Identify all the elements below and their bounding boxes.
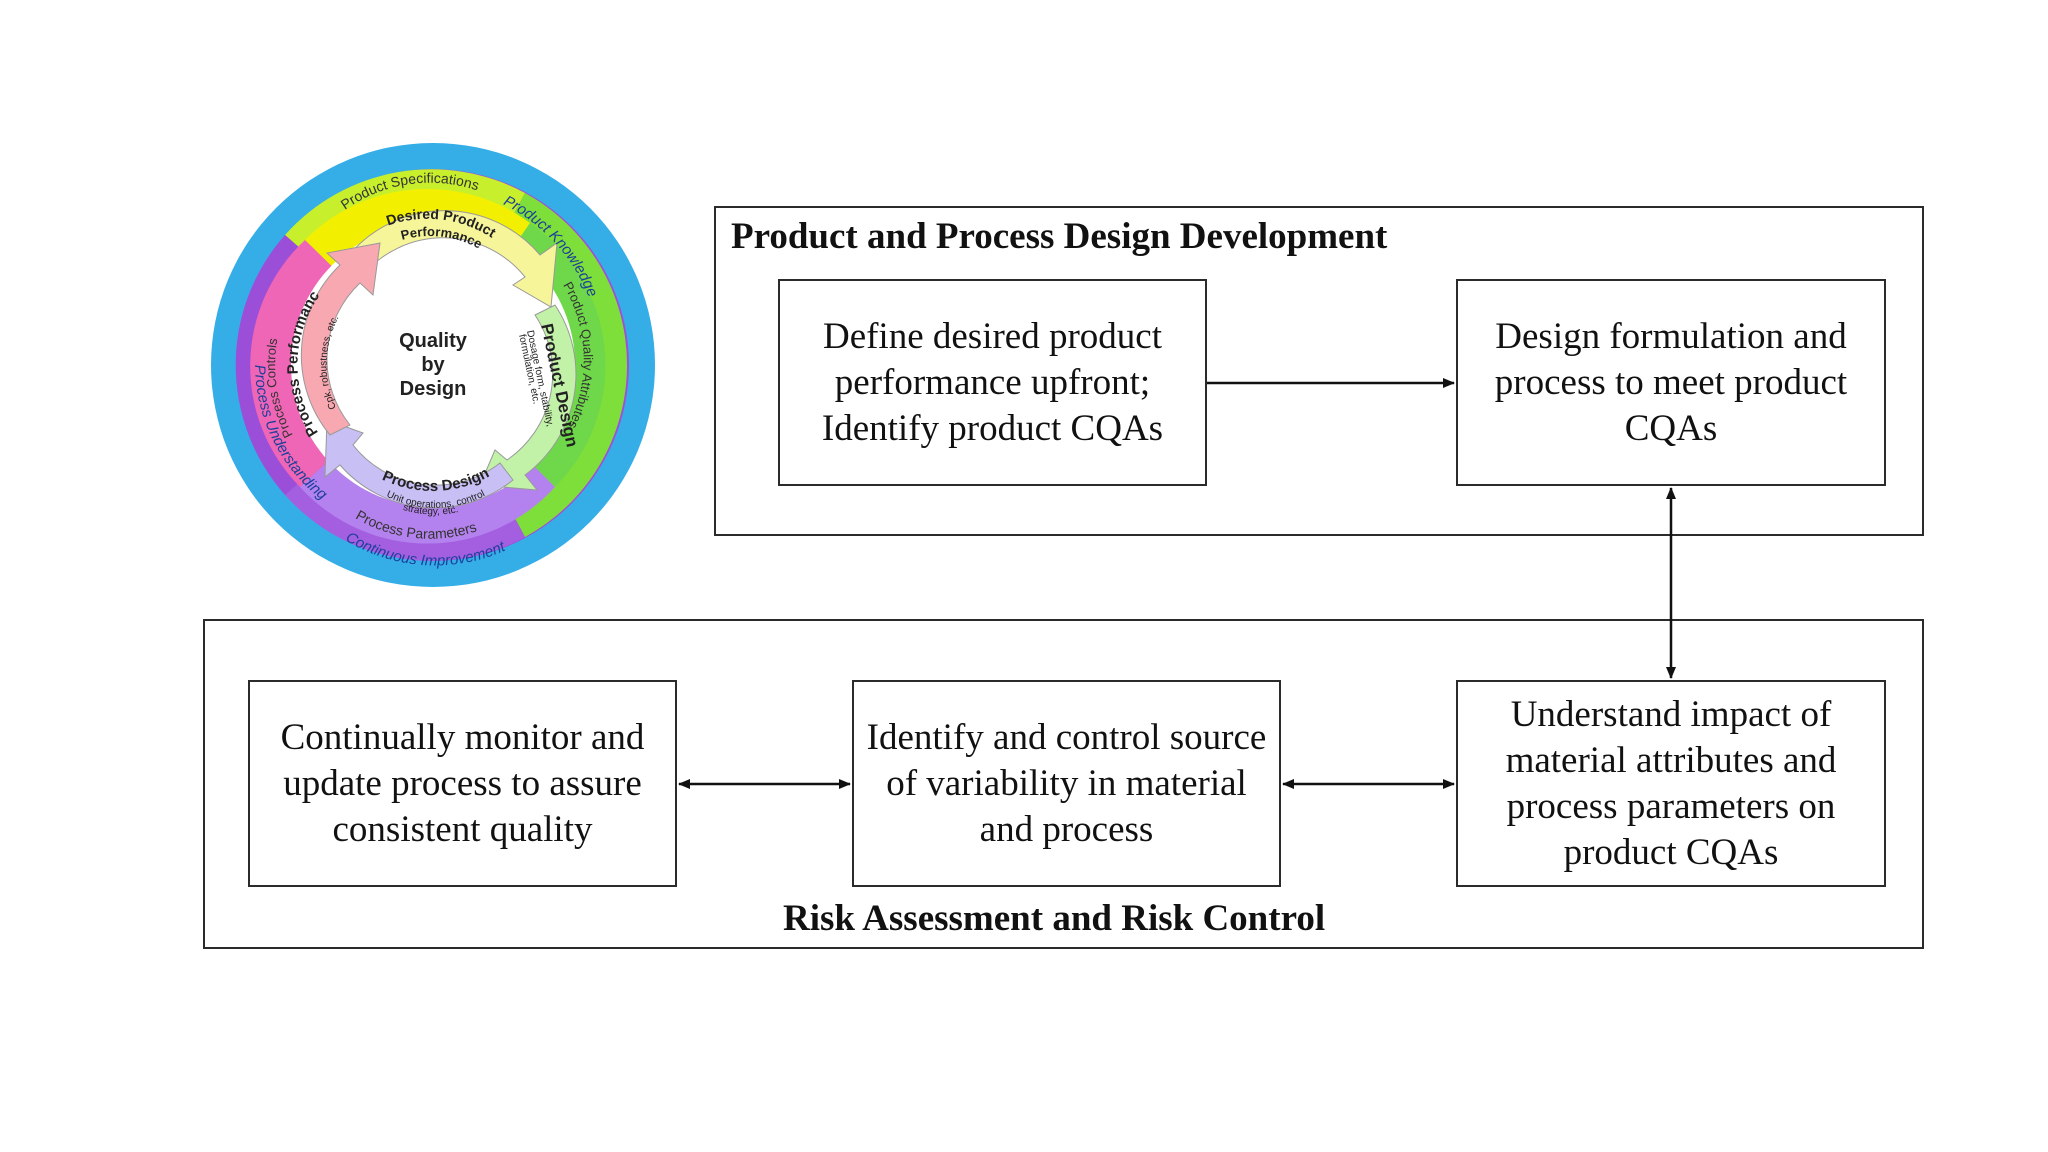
risk-assessment-group — [203, 619, 1924, 949]
quality-by-design-wheel: Quality by Design Product Knowledge Proc… — [195, 135, 655, 587]
qbd-center-line-3: Design — [400, 378, 467, 400]
risk-assessment-title: Risk Assessment and Risk Control — [783, 898, 1326, 939]
qbd-center-line-1: Quality — [399, 330, 468, 352]
arrow-process-performance — [300, 242, 381, 436]
step-design-formulation: Design formulation and process to meet p… — [1456, 279, 1886, 486]
design-development-title: Product and Process Design Development — [731, 216, 1388, 257]
step-understand-impact: Understand impact of material attributes… — [1456, 680, 1886, 887]
step-identify-variability: Identify and control source of variabili… — [852, 680, 1281, 887]
arrow-desired-performance — [344, 210, 558, 308]
step-define-product-performance: Define desired product performance upfro… — [778, 279, 1207, 486]
qbd-center-line-2: by — [421, 354, 445, 376]
step-continually-monitor: Continually monitor and update process t… — [248, 680, 677, 887]
design-development-group — [714, 206, 1924, 536]
